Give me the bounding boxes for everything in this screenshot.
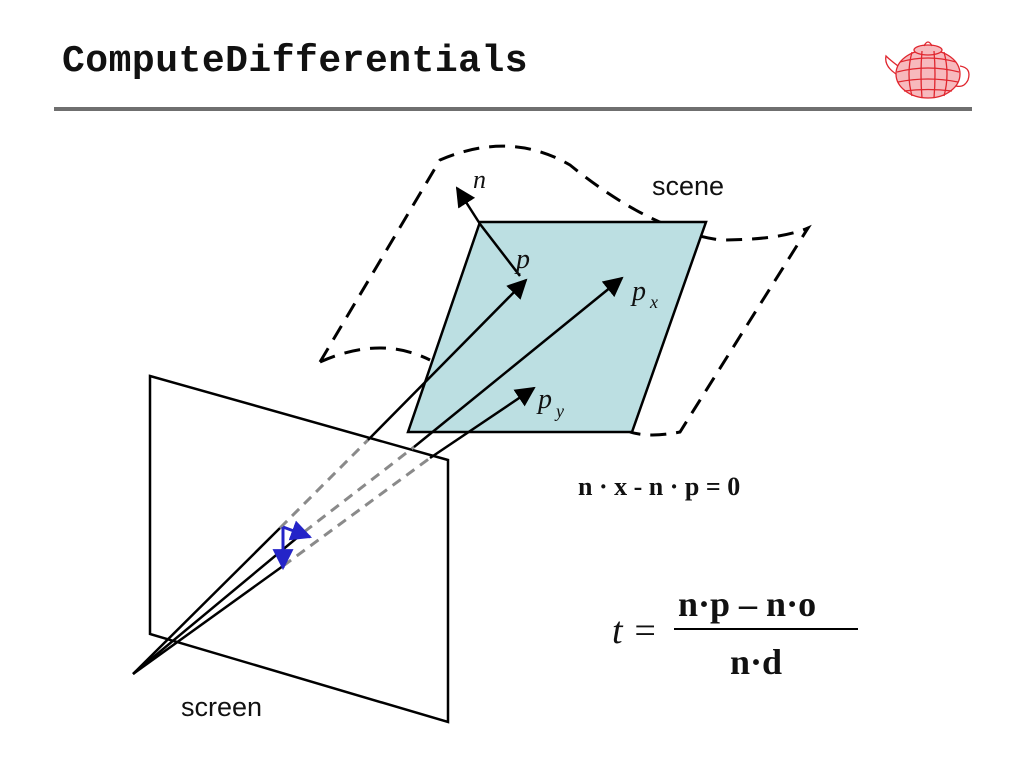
formula-denominator: n·d [730, 642, 782, 682]
title-divider [54, 107, 972, 111]
screen-plane [148, 374, 450, 724]
point-vector [479, 223, 521, 277]
ray-x-hidden [303, 445, 415, 534]
ray-center-hidden [278, 438, 370, 530]
plane-equation: n · x - n · p = 0 [578, 472, 740, 501]
tangent-plane [406, 220, 708, 434]
slide-title: ComputeDifferentials [62, 40, 529, 83]
screen-label: screen [181, 692, 262, 722]
point-y-subscript: y [554, 401, 564, 421]
point-y-label: p [536, 384, 552, 415]
scene-label: scene [652, 171, 724, 201]
point-label: p [514, 244, 530, 275]
point-x-subscript: x [649, 292, 658, 312]
point-x-label: p [630, 276, 646, 307]
ray-x-near [132, 531, 305, 675]
formula-lhs: t = [612, 610, 658, 652]
teapot-logo-icon [885, 41, 970, 99]
ray-x-far [413, 276, 624, 448]
ray-y-hidden [282, 456, 431, 568]
formula-numerator: n·p – n·o [678, 584, 816, 624]
ray-center-far [367, 278, 528, 441]
pixel-dx-arrow [282, 520, 312, 541]
ray-y-far [429, 386, 536, 460]
normal-vector [455, 186, 482, 225]
normal-label: n [473, 165, 486, 194]
ray-y-near [132, 564, 284, 676]
ray-center-near [132, 527, 281, 675]
